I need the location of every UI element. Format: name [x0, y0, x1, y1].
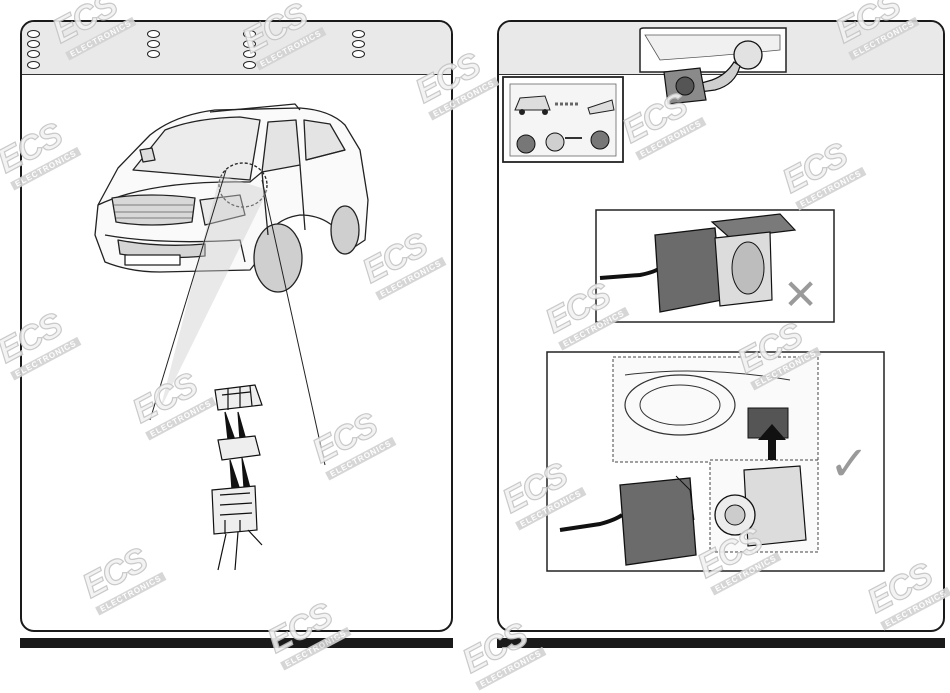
right-page-illustrations: [502, 27, 885, 572]
circle-group-4: [352, 30, 365, 61]
tow-bar-socket-figure: [639, 27, 787, 105]
plug-steps-diagram: [502, 76, 624, 163]
car-illustration: [94, 103, 369, 571]
circle-group-1: [27, 30, 40, 71]
incorrect-mark-icon: ✕: [783, 270, 819, 319]
correct-mark-icon: ✓: [829, 436, 870, 492]
right-footer-bar: [497, 638, 945, 648]
circle-group-2: [147, 30, 160, 61]
left-footer-bar: [20, 638, 453, 648]
incorrect-orientation-figure: [595, 209, 835, 323]
